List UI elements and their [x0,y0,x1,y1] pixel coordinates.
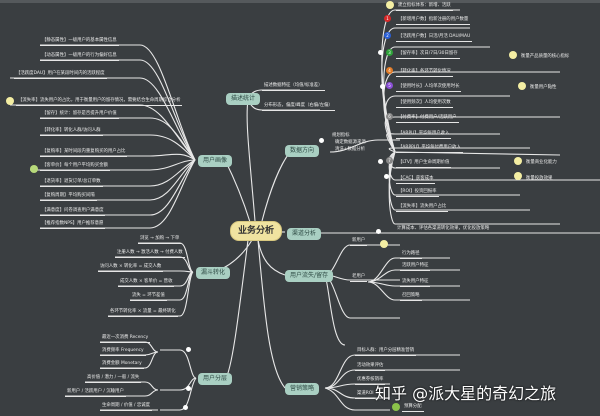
leaf-item[interactable]: 【客单价】每个用户平均购买金额 [40,163,110,171]
smiley-marker-icon [392,403,400,411]
root-node[interactable]: 业务分析 [230,221,282,241]
metric-item[interactable]: 【使用频次】人均使用次数 [396,100,453,108]
collapse-toggle[interactable] [319,138,324,143]
note-marker-icon [509,51,517,59]
branch-user-churn-retention[interactable]: 用户流失/留存 [285,270,334,282]
leaf-item[interactable]: 【推荐指数NPS】用户推荐意愿 [40,221,106,229]
note-marker-icon [380,240,388,248]
metric-item[interactable]: 建立指标体系：新增、活跃 [396,3,453,11]
leaf-item[interactable]: 消费金额 Monetary [100,361,144,369]
leaf-item[interactable]: 最近一次消费 Recency [100,335,151,343]
leaf-item[interactable]: 确定数据源来源 [335,140,366,145]
metric-item[interactable]: 【使用时长】人均单次使用时长 [396,84,462,92]
leaf-item[interactable]: 流失 = 环节差值 [130,293,167,301]
leaf-item[interactable]: 活动效果评估 [355,363,386,371]
leaf-item[interactable]: 计算成本、评估各渠道转化效果，优化投放策略 [397,226,490,231]
collapse-toggle[interactable] [378,159,383,164]
metric-item[interactable]: 【ARPPU】平均每付费用户收入 [396,145,463,153]
priority-1-icon: 1 [384,15,391,22]
leaf-item[interactable]: 访问人数 × 转化率 = 成交人数 [98,264,164,272]
leaf-item[interactable]: 【退货率】退货订单/总订单数 [40,179,103,187]
collapse-toggle[interactable] [378,50,383,55]
branch-descriptive-stats[interactable]: 描述统计 [226,93,261,105]
leaf-item[interactable]: 渠道ROI [355,391,376,399]
branch-channel-analysis[interactable]: 渠道分析 [287,228,322,240]
leaf-item[interactable]: 【复购周期】平均购买间隔 [40,193,97,201]
leaf-item[interactable]: 活跃用户特征 [400,263,431,271]
leaf-item[interactable]: 分布形态，偏度/峰度（右偏/左偏） [262,103,335,111]
leaf-item[interactable]: 目标人群：用户分层精准营销 [355,348,417,356]
priority-5-icon: 5 [386,82,393,89]
leaf-item[interactable]: 召回策略 [400,293,422,301]
note-marker-icon [518,82,526,90]
metric-item[interactable]: 【留存率】次日/7日/30日留存 [396,51,460,59]
metric-item[interactable]: 【CAC】获客成本 [396,176,436,184]
collapse-toggle[interactable] [380,84,385,89]
leaf-item[interactable]: 【静态属性】一级用户的基本属性信息 [40,38,119,46]
priority-3-icon: 3 [386,49,393,56]
branch-marketing-strategy[interactable]: 营销策略 [285,383,320,395]
leaf-item[interactable]: 【活跃度DAU】用户在某段时间内的活跃程度 [14,71,107,79]
collapse-toggle[interactable] [186,347,191,352]
note-text: 衡量投放效果 [526,176,553,181]
leaf-item[interactable]: 【复购率】某时间段内重复购买的用户占比 [40,149,128,157]
leaf-item[interactable]: 行为路径 [400,251,422,259]
leaf-item[interactable]: 【满意度】问卷调查用户满意度 [40,208,106,216]
branch-data-direction[interactable]: 数据方向 [285,145,320,157]
note-marker-icon [514,157,522,165]
watermark: 知乎 @派大星的奇幻之旅 [375,384,557,403]
star-marker-icon [6,97,14,105]
leaf-item[interactable]: 注册人数 → 激活人数 → 付费人数 [115,250,185,258]
leaf-item[interactable]: 高价值 / 潜力 / 一般 / 流失 [85,375,142,383]
leaf-item[interactable]: 成交人数 × 客单价 = 营收 [118,279,175,287]
leaf-item[interactable]: 【动态属性】一级用户的行为偏好信息 [40,53,119,61]
leaf-item[interactable]: 优惠券核销率 [355,377,386,385]
leaf-item[interactable]: 新用户 [350,238,368,246]
priority-6-icon: 6 [386,113,393,120]
leaf-item[interactable]: 描述数据特征（均值/标准差） [262,83,325,91]
star-marker-icon [386,1,394,9]
leaf-item[interactable]: 【留存】统计：留存是否提升用户价值 [40,111,119,119]
metric-item[interactable]: 【ROI】投资回报率 [396,189,439,197]
priority-7-icon: 7 [386,157,393,164]
note-text: 衡量用户黏性 [530,85,557,90]
metric-item[interactable]: 【流失率】流失用户占比 [396,204,449,212]
note-text: 衡量商业化能力 [526,160,557,165]
collapse-toggle[interactable] [183,405,188,410]
smiley-marker-icon [30,165,38,173]
priority-2-icon: 2 [384,32,391,39]
leaf-item[interactable]: 浏览 → 加购 → 下单 [138,236,182,244]
collapse-toggle[interactable] [376,229,381,234]
note-marker-icon [514,172,522,180]
leaf-item[interactable]: 老用户 [350,274,368,282]
collapse-toggle[interactable] [186,386,191,391]
leaf-item[interactable]: 流失用户特征 [400,279,431,287]
branch-user-profile[interactable]: 用户画像 [198,155,233,167]
branch-funnel-conversion[interactable]: 漏斗转化 [196,267,231,279]
leaf-item[interactable]: 预算分配 [402,404,424,412]
metric-item[interactable]: 【活跃用户数】日活/月活 DAU/MAU [396,34,473,42]
metric-item[interactable]: 【付费率】付费用户/活跃用户 [396,115,459,123]
leaf-item[interactable]: 【流失率】流失用户的占比，用于衡量用户的留存情况，需要结合生命周期综合分析 [16,98,183,106]
leaf-item[interactable]: 新用户 / 活跃用户 / 沉睡用户 [65,389,126,397]
leaf-item[interactable]: 消费频率 Frequency [100,348,146,356]
metric-item[interactable]: 【LTV】用户生命周期价值 [396,160,452,168]
metric-item[interactable]: 【ARPU】平均每用户收入 [396,131,452,139]
leaf-item[interactable]: 规划指标 [332,133,350,138]
note-text: 衡量产品质量的核心指标 [521,54,570,59]
metric-item[interactable]: 【转化率】各环节转化情况 [396,69,453,77]
leaf-item[interactable]: 【转化率】转化人群/访问人群 [40,128,103,136]
branch-user-segmentation[interactable]: 用户分层 [198,373,233,385]
top-border [0,0,600,3]
leaf-item[interactable]: 清洗+数据分析 [335,147,366,152]
collapse-toggle[interactable] [384,174,389,179]
priority-4-icon: 4 [386,67,393,74]
leaf-item[interactable]: 各环节转化率 × 流量 = 最终转化 [108,309,178,317]
leaf-item[interactable]: 生命周期 / 价值 / 忠诚度 [100,403,153,411]
metric-item[interactable]: 【新增用户数】指新注册的用户数量 [396,17,471,25]
